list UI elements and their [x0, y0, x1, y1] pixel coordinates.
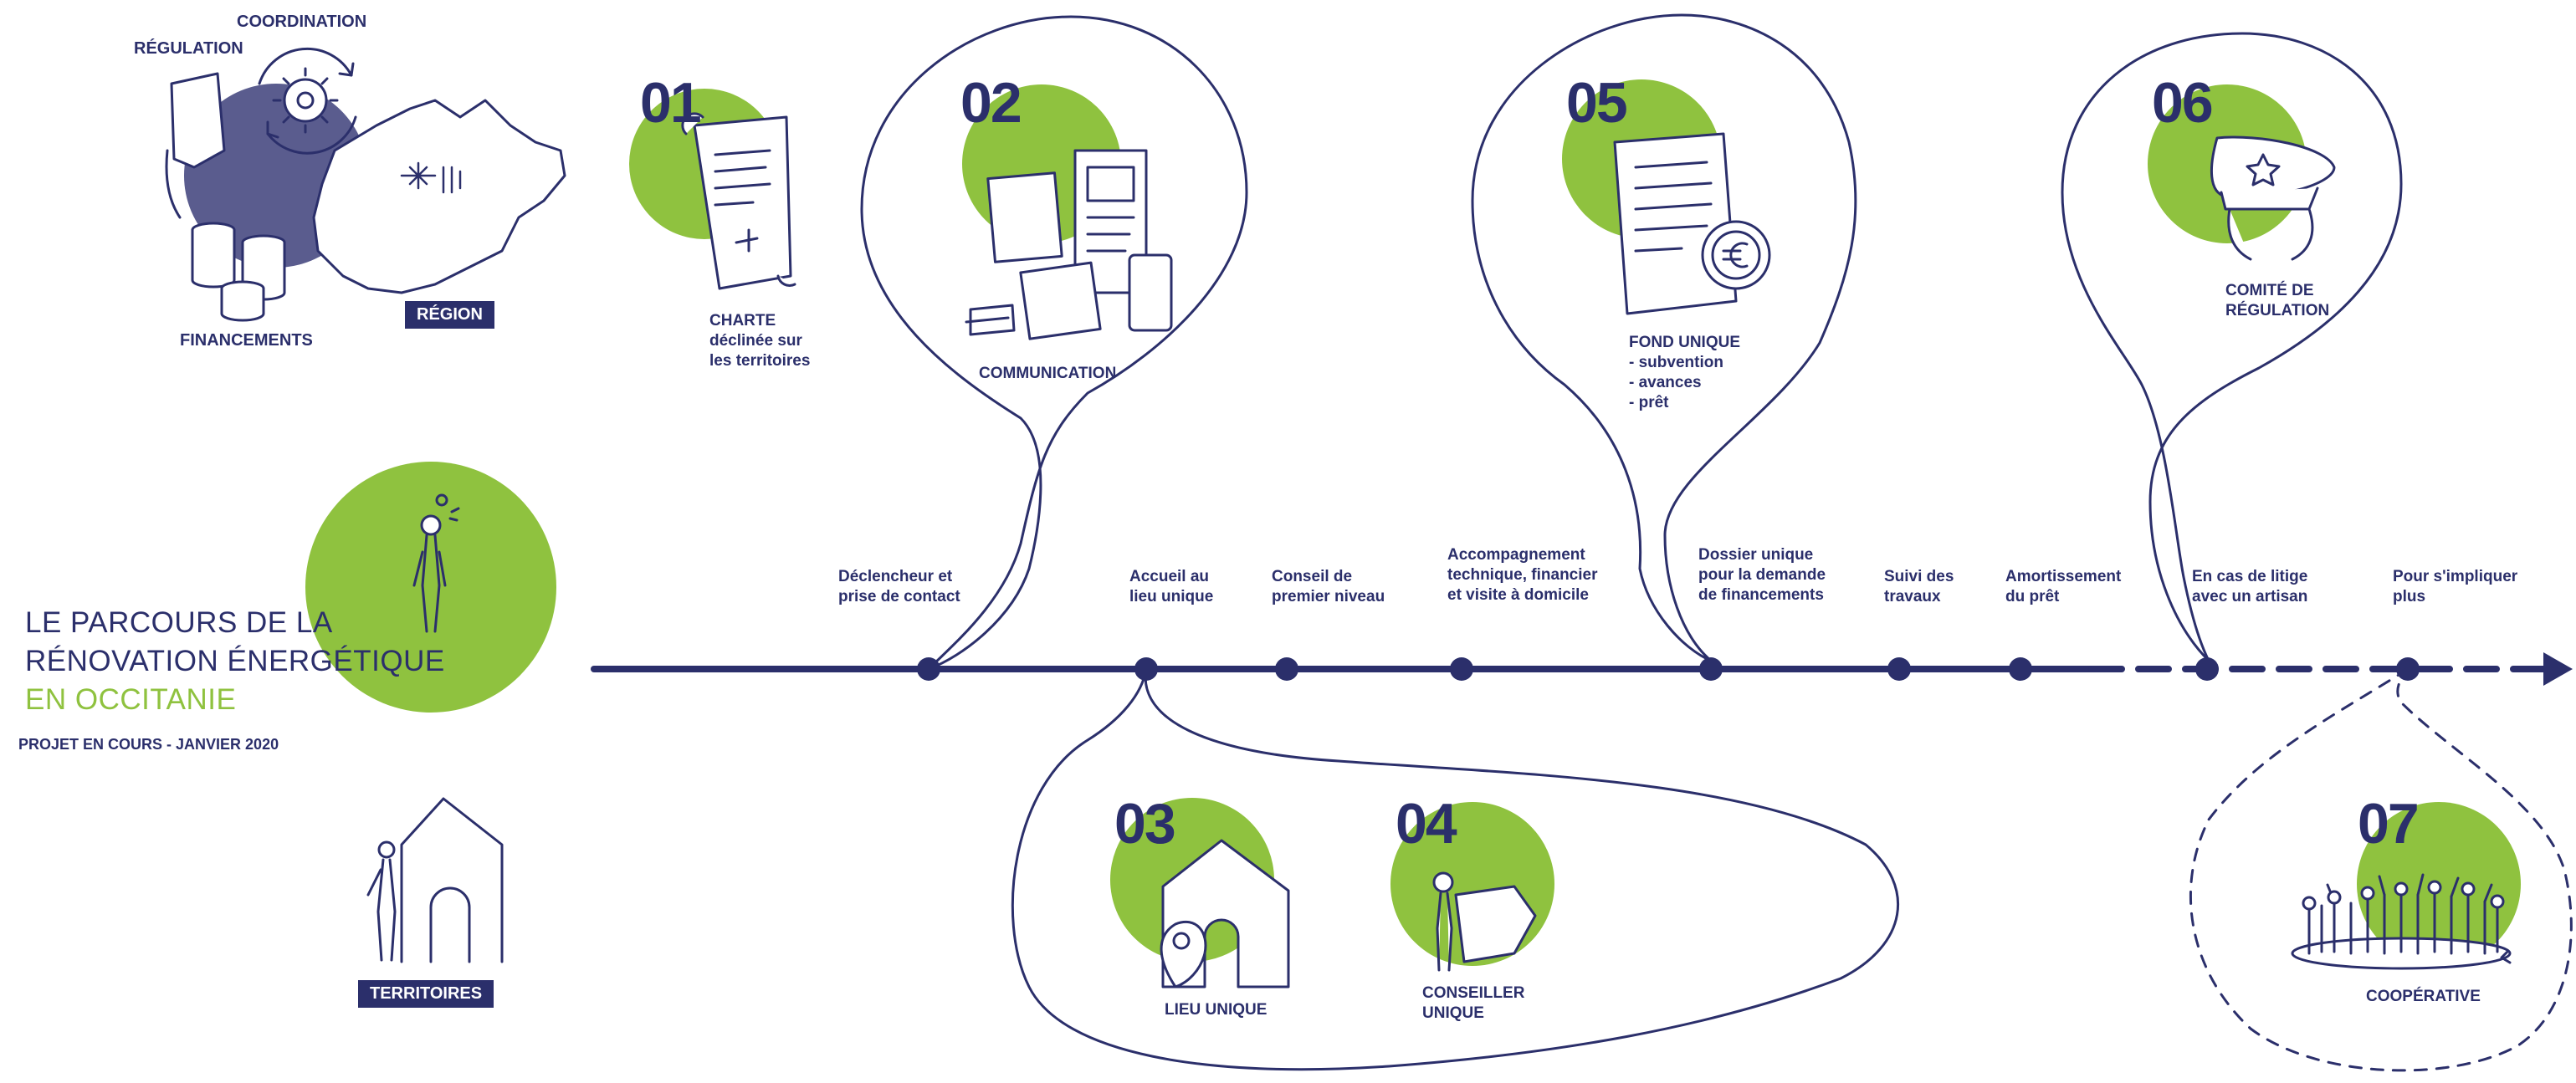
timeline-label-8: En cas de litige avec un artisan [2192, 568, 2308, 605]
bubble-07 [2189, 667, 2573, 1072]
territory-house-icon [366, 797, 504, 963]
step-02-number: 02 [960, 71, 1022, 135]
step-04-number: 04 [1396, 792, 1457, 856]
step-02-label: COMMUNICATION [979, 365, 1117, 382]
step-06-label: COMITÉ DE RÉGULATION [2225, 282, 2330, 319]
house-pin-icon [1160, 839, 1290, 988]
timeline-node-6 [1887, 657, 1911, 681]
coordination-label: COORDINATION [237, 13, 367, 31]
step-07-number: 07 [2358, 792, 2420, 856]
financements-label: FINANCEMENTS [180, 331, 313, 350]
step-03-number: 03 [1114, 792, 1176, 856]
territoires-badge: TERRITOIRES [358, 980, 494, 1008]
timeline-node-2 [1134, 657, 1158, 681]
timeline-node-8 [2195, 657, 2219, 681]
timeline-node-7 [2009, 657, 2032, 681]
step-05-label: FOND UNIQUE - subvention - avances - prê… [1629, 334, 1740, 411]
devices-icon [965, 149, 1173, 340]
step-05-number: 05 [1566, 71, 1628, 135]
regulation-card-icon [170, 72, 226, 169]
timeline-node-1 [917, 657, 940, 681]
person-icon [412, 493, 460, 633]
scroll-icon [681, 112, 796, 290]
timeline-node-5 [1699, 657, 1723, 681]
timeline-node-3 [1275, 657, 1298, 681]
bubble-06 [2061, 32, 2403, 662]
regulation-label: RÉGULATION [134, 39, 243, 58]
step-06-number: 06 [2152, 71, 2214, 135]
title-line-2: RÉNOVATION ÉNERGÉTIQUE [25, 645, 445, 677]
occitan-cross-icon [400, 161, 462, 194]
timeline-label-3: Conseil de premier niveau [1272, 568, 1385, 605]
region-map-icon [312, 99, 566, 294]
advisor-icon [1432, 871, 1537, 972]
timeline-label-4: Accompagnement technique, financier et v… [1447, 546, 1598, 604]
timeline-node-9 [2396, 657, 2420, 681]
step-07-label: COOPÉRATIVE [2366, 988, 2481, 1005]
bubble-02 [860, 15, 1248, 671]
bubble-05 [1471, 13, 1857, 662]
region-illustration [165, 47, 566, 322]
gear-icon [272, 67, 339, 134]
step-04-label: CONSEILLER UNIQUE [1422, 984, 1525, 1022]
person-badge [305, 462, 556, 713]
cycle-arrows-icon [258, 47, 357, 155]
timeline-label-7: Amortissement du prêt [2005, 568, 2122, 605]
step-01-number: 01 [640, 71, 702, 135]
timeline-label-6: Suivi des travaux [1884, 568, 1954, 605]
timeline-label-5: Dossier unique pour la demande de financ… [1698, 546, 1826, 604]
timeline-label-9: Pour s'impliquer plus [2393, 568, 2518, 605]
bubble-03-04 [1011, 667, 1900, 1071]
coins-icon [191, 222, 286, 322]
timeline-label-1: Déclencheur et prise de contact [838, 568, 960, 605]
timeline-arrow-icon [2543, 652, 2573, 686]
region-badge: RÉGION [405, 301, 494, 329]
subtitle: PROJET EN COURS - JANVIER 2020 [18, 736, 279, 753]
crowd-icon [2291, 873, 2512, 970]
title-line-1: LE PARCOURS DE LA [25, 606, 333, 639]
step-01-label: CHARTE déclinée sur les territoires [709, 312, 811, 370]
timeline-node-4 [1450, 657, 1473, 681]
step-03-label: LIEU UNIQUE [1165, 1001, 1268, 1019]
title-line-3: EN OCCITANIE [25, 683, 237, 716]
timeline-label-2: Accueil au lieu unique [1129, 568, 1214, 605]
document-euro-icon [1613, 132, 1771, 315]
cap-icon [2210, 135, 2336, 261]
